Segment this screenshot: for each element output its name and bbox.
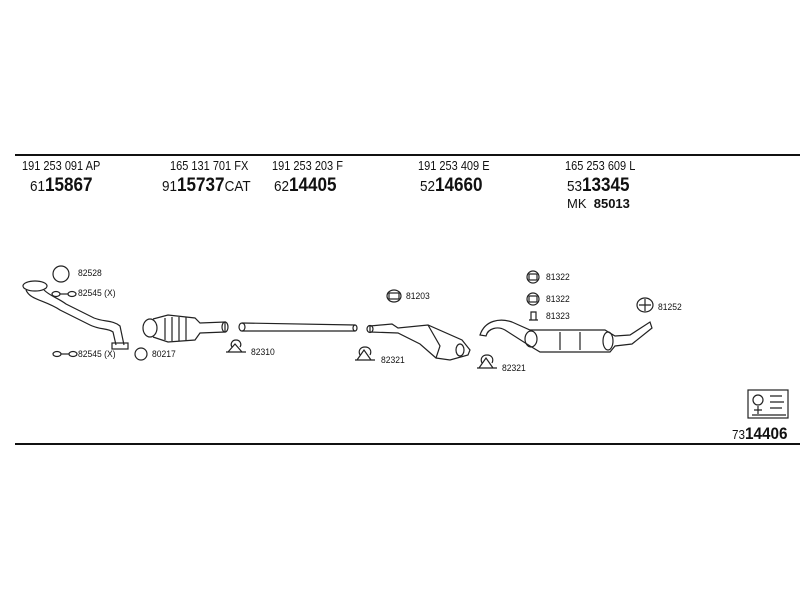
part-label-80217: 80217 <box>152 349 176 360</box>
downpipe-ref-main: 15867 <box>45 175 93 196</box>
part-label-82321-right: 82321 <box>502 363 526 374</box>
downpipe-ref-number: 6115867 <box>30 175 93 197</box>
u-clamp-82310-icon <box>226 339 246 353</box>
rubber-hanger-81203-icon <box>386 289 402 303</box>
part-label-82528: 82528 <box>78 268 102 279</box>
pipe-ref-main: 14405 <box>289 175 337 196</box>
middle-box-oem-number: 191 253 409 E <box>418 159 490 173</box>
pipe-ref-number: 6214405 <box>274 175 337 197</box>
rear-silencer-icon <box>479 319 653 353</box>
downpipe-icon <box>22 280 129 350</box>
bottom-divider <box>15 443 800 445</box>
mounting-kit-number: 85013 <box>593 196 630 211</box>
rear-box-oem-number: 165 253 609 L <box>565 159 636 173</box>
middle-silencer-icon <box>366 323 471 361</box>
middle-box-ref-number: 5214660 <box>420 175 483 197</box>
kit-reference-number: 7314406 <box>732 424 788 444</box>
middle-box-ref-prefix: 52 <box>420 178 436 195</box>
clamp-set-icon <box>51 290 77 298</box>
u-clamp-82321-right-icon <box>477 354 497 369</box>
mounting-kit-label: MK 85013 <box>567 196 630 211</box>
part-label-82545-bottom: 82545 (X) <box>78 349 116 360</box>
bolt-81323-icon <box>529 311 538 321</box>
gasket-ring-icon <box>52 265 70 283</box>
rear-box-ref-prefix: 53 <box>567 178 583 195</box>
catalyst-ref-suffix: CAT <box>224 178 251 195</box>
part-label-82321-left: 82321 <box>381 355 405 366</box>
pipe-ref-prefix: 62 <box>274 178 290 195</box>
clamp-set-bottom-icon <box>52 350 78 358</box>
kit-box-icon <box>747 389 789 419</box>
part-label-82545-top: 82545 (X) <box>78 288 116 299</box>
catalytic-converter-icon <box>142 314 229 343</box>
rubber-hanger-81252-icon <box>636 297 654 313</box>
pipe-oem-number: 191 253 203 F <box>272 159 343 173</box>
rear-box-ref-number: 5313345 <box>567 175 630 197</box>
part-label-81322-mid: 81322 <box>546 294 570 305</box>
gasket-80217-icon <box>134 347 148 361</box>
part-label-81322-top: 81322 <box>546 272 570 283</box>
catalyst-ref-number: 9115737CAT <box>162 175 251 197</box>
mounting-kit-prefix: MK <box>567 196 587 211</box>
catalyst-oem-number: 165 131 701 FX <box>170 159 249 173</box>
part-label-82310: 82310 <box>251 347 275 358</box>
rubber-hanger-81322-top-icon <box>526 270 540 284</box>
catalyst-ref-main: 15737 <box>177 175 225 196</box>
rear-box-ref-main: 13345 <box>582 175 630 196</box>
intermediate-pipe-icon <box>238 322 358 332</box>
part-label-81252: 81252 <box>658 302 682 313</box>
kit-reference-prefix: 73 <box>732 427 746 442</box>
part-label-81203: 81203 <box>406 291 430 302</box>
catalyst-ref-prefix: 91 <box>162 178 178 195</box>
downpipe-ref-prefix: 61 <box>30 178 46 195</box>
downpipe-oem-number: 191 253 091 AP <box>22 159 101 173</box>
kit-reference-main: 14406 <box>745 424 788 443</box>
part-label-81323: 81323 <box>546 311 570 322</box>
u-clamp-82321-left-icon <box>355 346 375 361</box>
top-divider <box>15 154 800 156</box>
middle-box-ref-main: 14660 <box>435 175 483 196</box>
rubber-hanger-81322-mid-icon <box>526 292 540 306</box>
